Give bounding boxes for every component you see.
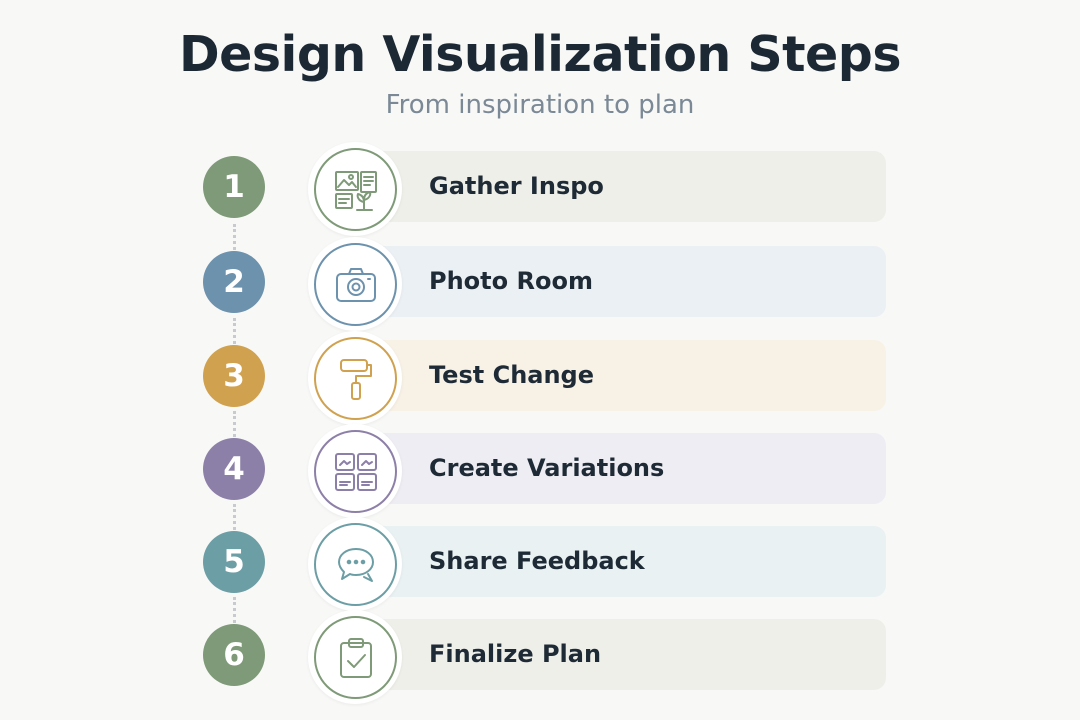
step-number: 5: [203, 531, 265, 593]
step-label: Test Change: [429, 361, 595, 389]
step-number: 1: [203, 156, 265, 218]
step-card: Create Variations: [356, 433, 886, 504]
step-icon-badge: [308, 142, 402, 236]
mood-board-icon: [335, 171, 377, 211]
step-connector: [233, 504, 236, 530]
step-card: Share Feedback: [356, 526, 886, 597]
camera-icon: [336, 268, 376, 302]
step-item: 6 Finalize Plan: [0, 610, 1080, 704]
grid-variations-icon: [335, 453, 377, 491]
step-item: 4 Create Variations: [0, 424, 1080, 518]
step-icon-badge: [308, 610, 402, 704]
step-card: Finalize Plan: [356, 619, 886, 690]
step-card: Test Change: [356, 340, 886, 411]
step-label: Gather Inspo: [429, 172, 604, 200]
step-label: Finalize Plan: [429, 640, 602, 668]
clipboard-check-icon: [340, 638, 372, 678]
step-label: Share Feedback: [429, 547, 645, 575]
paint-roller-icon: [340, 359, 372, 400]
step-number: 3: [203, 345, 265, 407]
step-label: Photo Room: [429, 267, 593, 295]
step-icon-badge: [308, 424, 402, 518]
step-item: 3 Test Change: [0, 331, 1080, 425]
step-item: 1 Gather Inspo: [0, 142, 1080, 236]
step-connector: [233, 224, 236, 250]
page-subtitle: From inspiration to plan: [385, 90, 695, 120]
step-connector: [233, 597, 236, 623]
step-card: Photo Room: [356, 246, 886, 317]
step-item: 2 Photo Room: [0, 237, 1080, 331]
step-number: 2: [203, 251, 265, 313]
step-number: 4: [203, 438, 265, 500]
step-icon-badge: [308, 331, 402, 425]
step-item: 5 Share Feedback: [0, 517, 1080, 611]
step-label: Create Variations: [429, 454, 665, 482]
step-icon-badge: [308, 237, 402, 331]
page-title: Design Visualization Steps: [178, 26, 902, 83]
step-connector: [233, 318, 236, 344]
step-connector: [233, 411, 236, 437]
step-number: 6: [203, 624, 265, 686]
step-icon-badge: [308, 517, 402, 611]
step-card: Gather Inspo: [356, 151, 886, 222]
chat-bubbles-icon: [338, 548, 374, 582]
